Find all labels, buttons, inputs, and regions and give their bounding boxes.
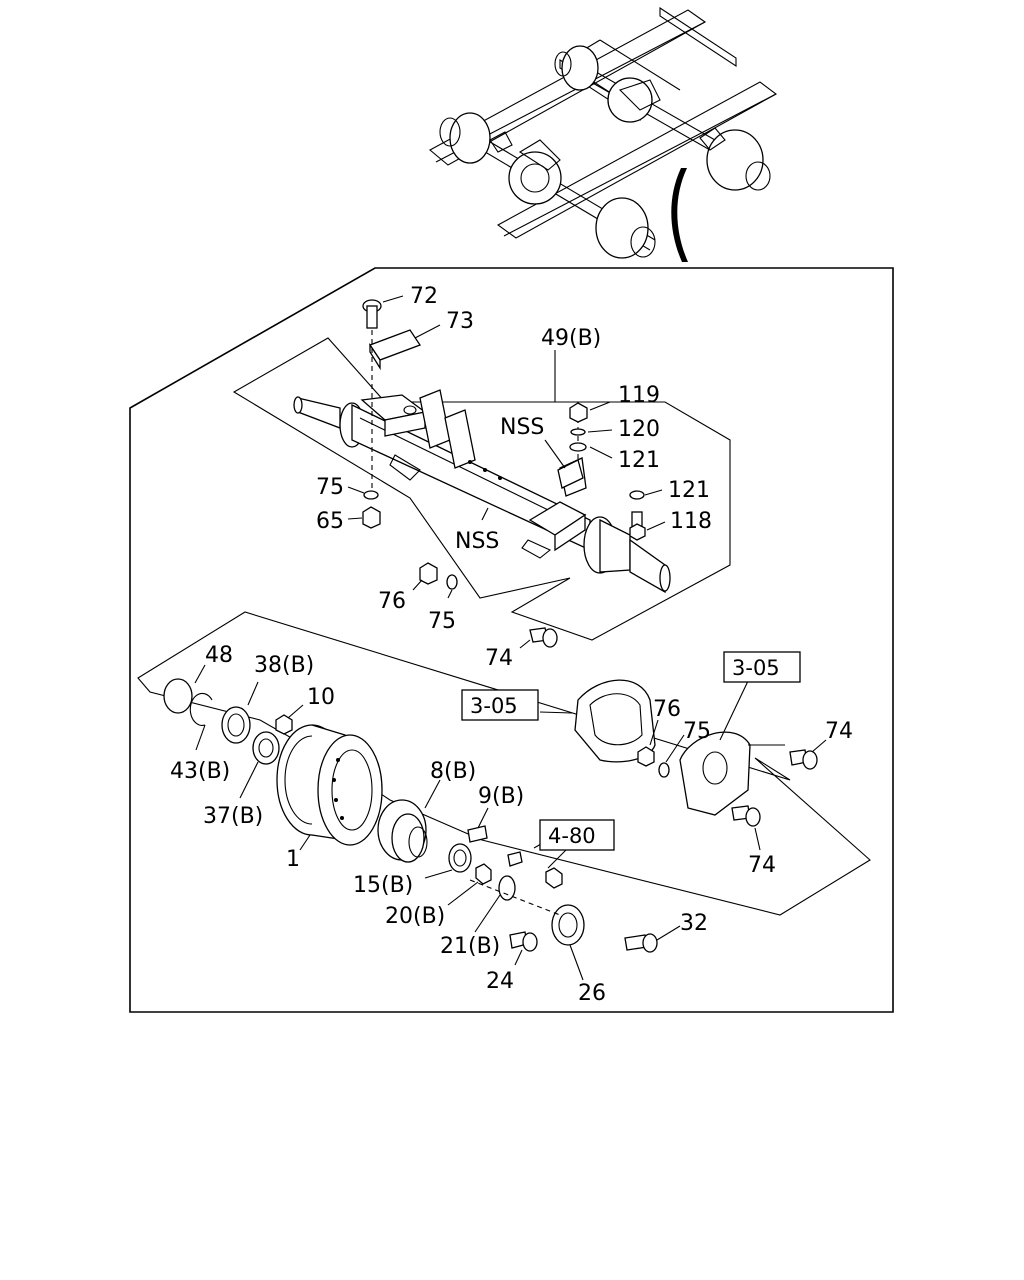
- callout-32: 32: [680, 911, 708, 936]
- bolt-72-part: [362, 299, 382, 329]
- callout-74b: 74: [825, 719, 853, 744]
- chassis-overview-illustration: [429, 6, 778, 262]
- stud-4-80-part: [507, 851, 563, 889]
- nut-119-part: [569, 402, 588, 423]
- cap-26-part: [551, 904, 585, 946]
- callout-76b: 76: [653, 697, 681, 722]
- nut-20-part: [475, 863, 492, 885]
- callout-nss-lower: NSS: [455, 529, 499, 554]
- callout-72: 72: [410, 284, 438, 309]
- callout-74a: 74: [485, 646, 513, 671]
- callout-121a: 121: [618, 448, 660, 473]
- callout-74c: 74: [748, 853, 776, 878]
- anchor-bracket-part: [679, 731, 751, 816]
- bolt-24-part: [509, 931, 538, 952]
- callout-43b: 43(B): [170, 759, 230, 784]
- callout-nss-upper: NSS: [500, 415, 544, 440]
- callout-15b: 15(B): [353, 873, 413, 898]
- backing-plate-part: [574, 679, 656, 763]
- callout-20b: 20(B): [385, 904, 445, 929]
- washer-121-part: [569, 442, 587, 452]
- callout-119: 119: [618, 383, 660, 408]
- bearing-37-part: [252, 731, 280, 765]
- callout-73: 73: [446, 309, 474, 334]
- bearing-15-part: [448, 843, 472, 873]
- reference-box-3-05-left[interactable]: 3-05: [461, 689, 539, 721]
- washer-75b-part: [446, 574, 458, 590]
- brake-drum-part: [276, 724, 383, 846]
- bolt-74c-part: [731, 805, 761, 827]
- bolt-74-part: [529, 627, 558, 648]
- reference-4-80: 4-80: [548, 824, 596, 848]
- reference-3-05-right: 3-05: [732, 656, 780, 680]
- bolt-74b-part: [789, 749, 818, 770]
- callout-48: 48: [205, 643, 233, 668]
- hub-bolt-9-part: [467, 825, 488, 843]
- callout-1: 1: [286, 847, 300, 872]
- callout-75a: 75: [316, 475, 344, 500]
- callout-37b: 37(B): [203, 804, 263, 829]
- reference-3-05-left: 3-05: [470, 694, 518, 718]
- circlip-43-part: [189, 692, 213, 726]
- nut-65-part: [362, 506, 381, 529]
- bolt-118-part: [629, 511, 646, 541]
- callout-24: 24: [486, 969, 514, 994]
- bracket-73-part: [369, 329, 421, 371]
- callout-10: 10: [307, 685, 335, 710]
- reference-box-3-05-right[interactable]: 3-05: [723, 651, 801, 683]
- callout-120: 120: [618, 417, 660, 442]
- callout-76a: 76: [378, 589, 406, 614]
- leader-lines-lower: [194, 664, 827, 981]
- callout-9b: 9(B): [478, 784, 524, 809]
- callout-118: 118: [670, 509, 712, 534]
- hub-centerline: [469, 879, 561, 916]
- callout-49b: 49(B): [541, 326, 601, 351]
- oil-seal-38-part: [221, 706, 251, 744]
- nut-10-part: [275, 714, 293, 735]
- nut-76b-part: [637, 746, 655, 767]
- washer-75-part: [363, 490, 379, 500]
- leader-lines-upper: [347, 295, 666, 649]
- reference-box-4-80[interactable]: 4-80: [539, 819, 615, 851]
- washer-75c-part: [658, 762, 670, 778]
- hub-cap-48-part: [163, 678, 193, 714]
- washer-21-part: [498, 875, 516, 901]
- washer-121b-part: [629, 490, 645, 500]
- bolt-32-part: [624, 933, 658, 953]
- callout-38b: 38(B): [254, 653, 314, 678]
- washer-120-part: [570, 428, 586, 436]
- main-frame: [129, 267, 894, 1013]
- callout-26: 26: [578, 981, 606, 1006]
- callout-21b: 21(B): [440, 934, 500, 959]
- callout-75b: 75: [428, 609, 456, 634]
- callout-labels: 72 73 49(B) 119 120 121 NSS 121 118 75 6…: [170, 284, 853, 1006]
- callout-121b: 121: [668, 478, 710, 503]
- callout-75c: 75: [683, 719, 711, 744]
- callout-65: 65: [316, 509, 344, 534]
- callout-8b: 8(B): [430, 759, 476, 784]
- axle-beam: [293, 389, 671, 594]
- hub-8-part: [377, 799, 428, 863]
- nut-76-part: [419, 562, 438, 585]
